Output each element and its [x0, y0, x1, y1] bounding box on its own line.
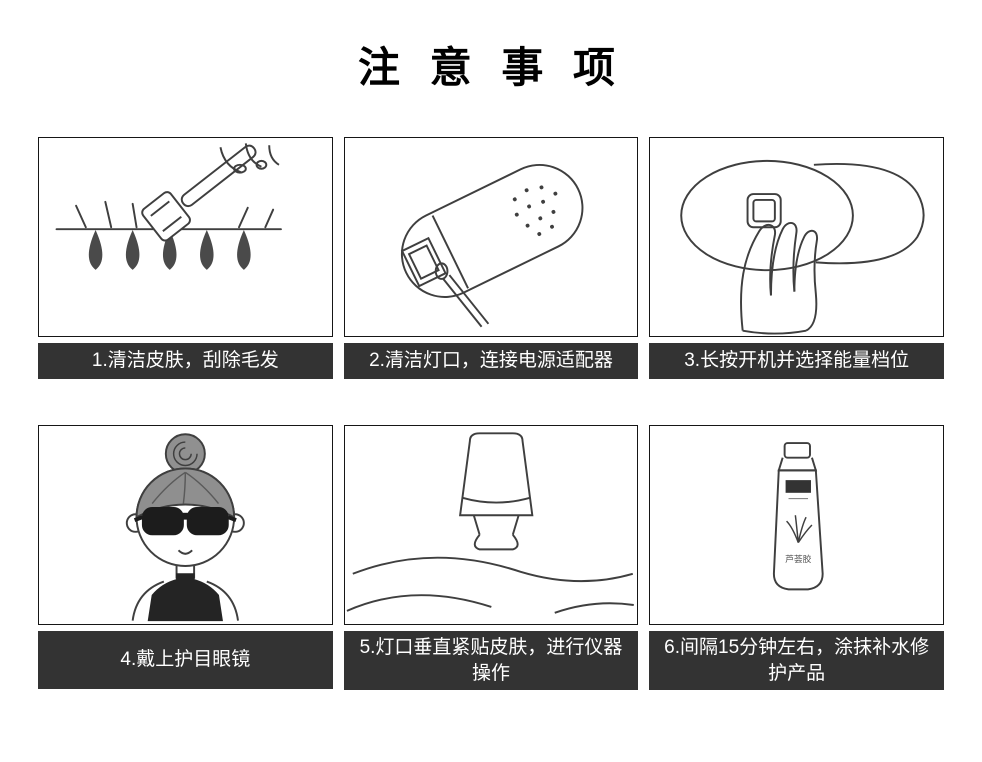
goggles-illustration — [125, 433, 245, 622]
skin-lines — [346, 556, 634, 614]
step-card-4: 4.戴上护目眼镜 — [38, 425, 333, 690]
page-title: 注 意 事 项 — [357, 44, 624, 91]
cotton-swab — [434, 262, 489, 328]
tube-cap — [783, 442, 812, 459]
step-caption-3: 3.长按开机并选择能量档位 — [649, 343, 944, 379]
razor-shaving-illustration — [55, 143, 282, 270]
aloe-plant-drawing — [786, 515, 813, 543]
step-caption-4: 4.戴上护目眼镜 — [38, 631, 333, 689]
step-card-5: 5.灯口垂直紧贴皮肤，进行仪器操作 — [343, 425, 639, 691]
device-top — [680, 159, 855, 272]
step-caption-5: 5.灯口垂直紧贴皮肤，进行仪器操作 — [343, 631, 639, 691]
mouth — [177, 549, 193, 555]
illustration-goggles — [38, 425, 333, 625]
tube-label-text: 芦荟胶 — [785, 553, 812, 564]
fingers — [219, 143, 280, 174]
tube-logo — [785, 480, 812, 493]
step-card-1: 1.清洁皮肤，刮除毛发 — [38, 137, 333, 379]
step-caption-2: 2.清洁灯口，连接电源适配器 — [343, 343, 639, 379]
power-button — [746, 193, 783, 229]
device-on-skin-illustration — [346, 432, 634, 614]
step-caption-6: 6.间隔15分钟左右，涂抹补水修护产品 — [649, 631, 944, 691]
hair — [135, 467, 236, 519]
illustration-moisturizer-tube: 芦荟胶 — [649, 425, 944, 625]
steps-grid: 1.清洁皮肤，刮除毛发 — [38, 137, 944, 691]
hair-roots — [88, 229, 251, 270]
step-card-6: 芦荟胶 6.间隔15分钟左右，涂抹补水修护产品 — [649, 425, 944, 691]
device-body — [400, 163, 584, 298]
tank-top — [147, 573, 223, 622]
illustration-power-on — [649, 137, 944, 337]
power-on-illustration — [680, 159, 925, 335]
clean-lamp-illustration — [400, 163, 584, 328]
step-card-3: 3.长按开机并选择能量档位 — [649, 137, 944, 379]
tube-body — [773, 469, 824, 591]
razor — [141, 144, 257, 242]
illustration-clean-lamp — [343, 137, 639, 337]
illustration-device-on-skin — [343, 425, 639, 625]
hand — [740, 222, 819, 335]
step-caption-1: 1.清洁皮肤，刮除毛发 — [38, 343, 333, 379]
vent-dots — [512, 185, 557, 236]
device — [458, 432, 534, 551]
step-card-2: 2.清洁灯口，连接电源适配器 — [343, 137, 639, 379]
sunglasses — [133, 506, 237, 536]
moisturizer-tube-illustration: 芦荟胶 — [773, 442, 824, 591]
illustration-razor-shaving — [38, 137, 333, 337]
